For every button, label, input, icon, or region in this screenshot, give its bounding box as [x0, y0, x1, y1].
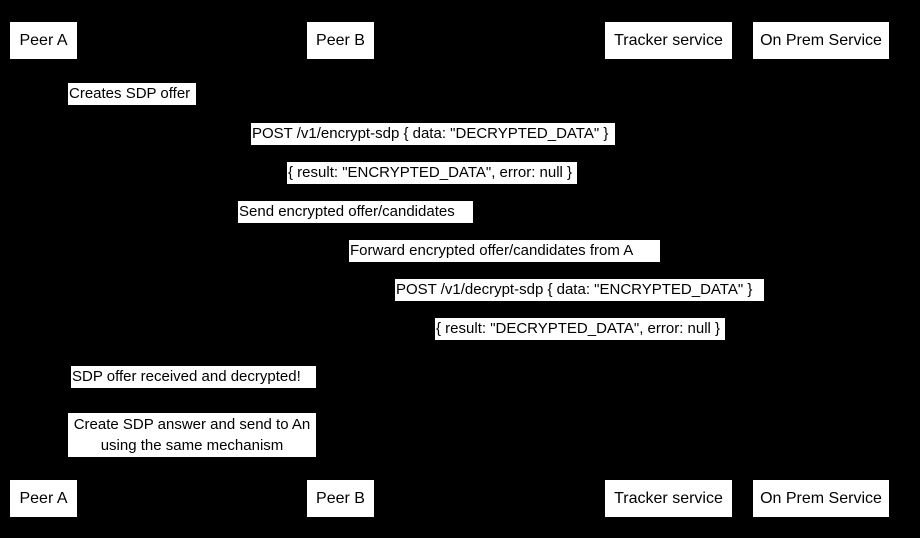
participant-label: On Prem Service — [760, 490, 882, 507]
message-label: { result: "DECRYPTED_DATA", error: null … — [436, 320, 721, 337]
participant-label: On Prem Service — [760, 32, 882, 49]
message-label: Send encrypted offer/candidates — [239, 203, 455, 220]
note-line-1: Create SDP answer and send to An — [73, 416, 311, 433]
participant-label: Tracker service — [614, 32, 723, 49]
message-label: POST /v1/decrypt-sdp { data: "ENCRYPTED_… — [396, 281, 753, 298]
message-forward-encrypted-offer: Forward encrypted offer/candidates from … — [349, 240, 660, 262]
participant-head-on-prem-service[interactable]: On Prem Service — [753, 22, 889, 59]
message-label: { result: "ENCRYPTED_DATA", error: null … — [288, 164, 573, 181]
participant-label: Peer A — [19, 32, 68, 49]
participant-head-tracker-service[interactable]: Tracker service — [605, 22, 732, 59]
message-post-decrypt-sdp: POST /v1/decrypt-sdp { data: "ENCRYPTED_… — [395, 279, 764, 301]
message-send-encrypted-offer: Send encrypted offer/candidates — [238, 201, 473, 223]
message-label: POST /v1/encrypt-sdp { data: "DECRYPTED_… — [252, 125, 609, 142]
participant-label: Peer B — [316, 32, 365, 49]
participant-label: Peer A — [19, 490, 68, 507]
note-create-sdp-answer: Create SDP answer and send to An using t… — [68, 413, 316, 457]
participant-head-peer-b[interactable]: Peer B — [307, 22, 374, 59]
participant-foot-peer-b[interactable]: Peer B — [307, 480, 374, 517]
message-label: Creates SDP offer — [69, 85, 191, 102]
note-line-2: using the same mechanism — [100, 437, 284, 454]
message-creates-sdp-offer: Creates SDP offer — [68, 83, 196, 105]
message-post-encrypt-sdp: POST /v1/encrypt-sdp { data: "DECRYPTED_… — [251, 123, 615, 145]
message-sdp-offer-received: SDP offer received and decrypted! — [71, 366, 316, 388]
participant-foot-peer-a[interactable]: Peer A — [10, 480, 77, 517]
participant-foot-tracker-service[interactable]: Tracker service — [605, 480, 732, 517]
message-encrypt-sdp-result: { result: "ENCRYPTED_DATA", error: null … — [287, 162, 577, 184]
participant-label: Tracker service — [614, 490, 723, 507]
participant-foot-on-prem-service[interactable]: On Prem Service — [753, 480, 889, 517]
participant-head-peer-a[interactable]: Peer A — [10, 22, 77, 59]
message-label: SDP offer received and decrypted! — [72, 368, 301, 385]
message-decrypt-sdp-result: { result: "DECRYPTED_DATA", error: null … — [435, 318, 725, 340]
participant-label: Peer B — [316, 490, 365, 507]
message-label: Forward encrypted offer/candidates from … — [350, 242, 634, 259]
